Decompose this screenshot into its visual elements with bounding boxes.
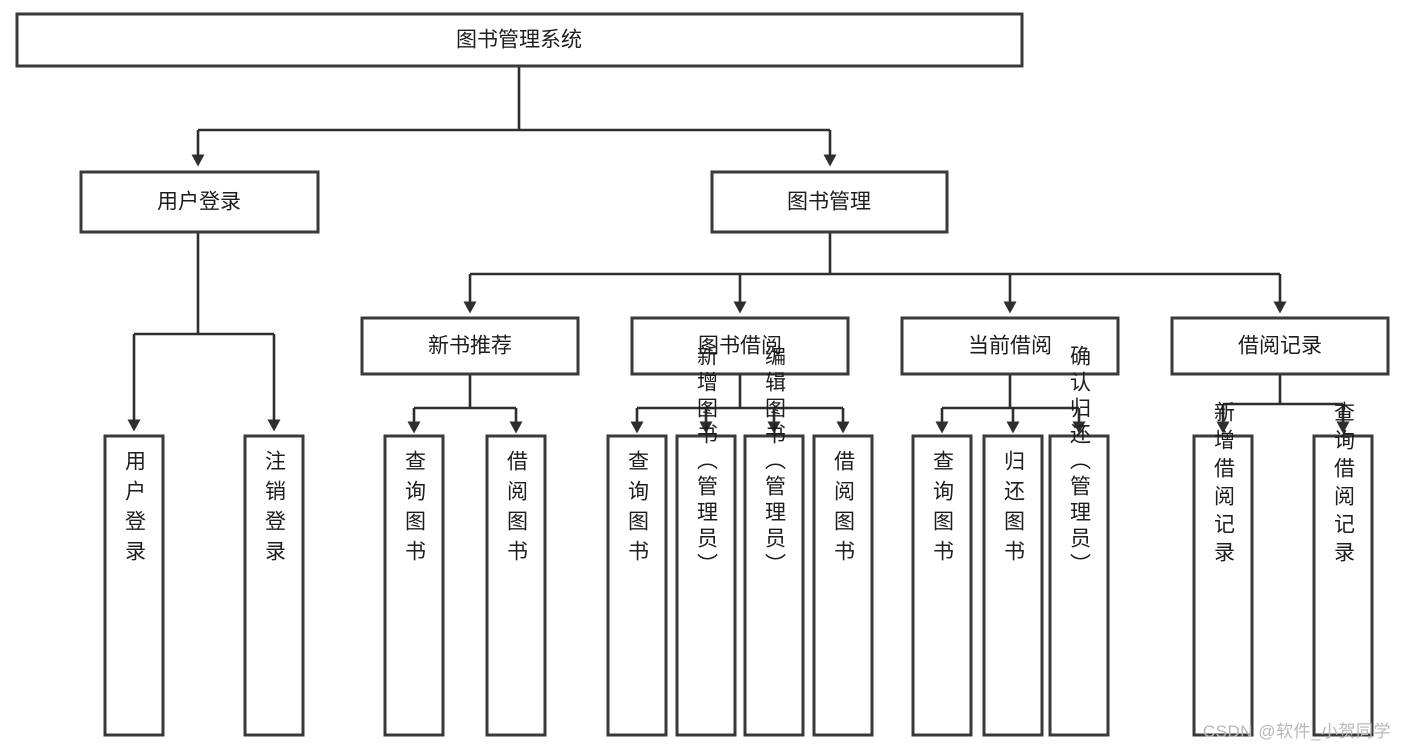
node-borrow-record-box[interactable]	[1170, 316, 1390, 376]
node-new-book-rec-label: 新书推荐	[428, 335, 512, 358]
node-leaf-add-book-label: 新增图书（管理员）	[695, 345, 719, 579]
node-leaf-add-record[interactable]: 新增借阅记录	[1192, 401, 1254, 737]
node-leaf-user-logout-label: 注销登录	[263, 450, 287, 570]
node-book-manage-box[interactable]	[710, 170, 949, 234]
node-book-manage-label: 图书管理	[787, 191, 871, 214]
connector-layer	[127, 66, 1350, 434]
node-current-borrow-box[interactable]	[900, 316, 1120, 376]
node-leaf-user-login-label: 用户登录	[123, 450, 147, 570]
node-leaf-borrow-book-bb[interactable]: 借阅图书	[812, 434, 874, 737]
node-current-borrow-label: 当前借阅	[968, 335, 1052, 358]
node-leaf-borrow-book-rec[interactable]: 借阅图书	[485, 434, 547, 737]
node-book-borrow[interactable]: 图书借阅	[630, 316, 850, 376]
node-book-manage[interactable]: 图书管理	[710, 170, 949, 234]
node-leaf-confirm-return[interactable]: 确认归还（管理员）	[1048, 345, 1110, 737]
node-new-book-rec[interactable]: 新书推荐	[360, 316, 580, 376]
node-leaf-query-book-rec-box[interactable]	[383, 434, 445, 737]
node-leaf-add-record-box[interactable]	[1192, 434, 1254, 737]
node-leaf-user-logout-box[interactable]	[243, 434, 305, 737]
node-leaf-edit-book-label: 编辑图书（管理员）	[763, 345, 787, 579]
node-leaf-query-book-bb[interactable]: 查询图书	[606, 434, 668, 737]
node-root-label: 图书管理系统	[456, 29, 582, 52]
node-book-borrow-label: 图书借阅	[698, 335, 782, 358]
node-user-login-box[interactable]	[79, 170, 320, 234]
node-leaf-query-book-bb-box[interactable]	[606, 434, 668, 737]
node-leaf-borrow-book-bb-label: 借阅图书	[832, 450, 856, 570]
node-leaf-edit-book-box[interactable]	[743, 434, 805, 737]
node-leaf-add-record-label: 新增借阅记录	[1212, 401, 1236, 569]
node-leaf-add-book-box[interactable]	[675, 434, 737, 737]
node-root-box[interactable]	[15, 12, 1024, 68]
node-leaf-query-book-rec-label: 查询图书	[403, 450, 427, 570]
node-leaf-query-book-cb-label: 查询图书	[931, 450, 955, 570]
node-leaf-query-record-box[interactable]	[1312, 434, 1374, 737]
node-leaf-query-record[interactable]: 查询借阅记录	[1312, 401, 1374, 737]
node-leaf-user-login-box[interactable]	[103, 434, 165, 737]
node-current-borrow[interactable]: 当前借阅	[900, 316, 1120, 376]
node-borrow-record-label: 借阅记录	[1238, 335, 1322, 358]
node-leaf-query-book-cb-box[interactable]	[911, 434, 973, 737]
node-leaf-confirm-return-box[interactable]	[1048, 434, 1110, 737]
node-leaf-borrow-book-bb-box[interactable]	[812, 434, 874, 737]
node-leaf-borrow-book-rec-box[interactable]	[485, 434, 547, 737]
node-new-book-rec-box[interactable]	[360, 316, 580, 376]
node-leaf-return-book-box[interactable]	[982, 434, 1044, 737]
node-user-login-label: 用户登录	[157, 191, 241, 214]
node-leaf-query-book-bb-label: 查询图书	[626, 450, 650, 570]
node-leaf-borrow-book-rec-label: 借阅图书	[505, 450, 529, 570]
node-borrow-record[interactable]: 借阅记录	[1170, 316, 1390, 376]
node-root[interactable]: 图书管理系统	[15, 12, 1024, 68]
node-leaf-user-login[interactable]: 用户登录	[103, 434, 165, 737]
node-user-login[interactable]: 用户登录	[79, 170, 320, 234]
node-book-borrow-box[interactable]	[630, 316, 850, 376]
leaf-nodes-layer: 用户登录 注销登录 查询图书 借阅图书 查询图书 新增图书（管理员）	[103, 345, 1374, 737]
node-leaf-query-book-cb[interactable]: 查询图书	[911, 434, 973, 737]
node-leaf-add-book[interactable]: 新增图书（管理员）	[675, 345, 737, 737]
node-leaf-query-book-rec[interactable]: 查询图书	[383, 434, 445, 737]
node-leaf-return-book[interactable]: 归还图书	[982, 434, 1044, 737]
node-leaf-query-record-label: 查询借阅记录	[1332, 401, 1356, 569]
node-leaf-return-book-label: 归还图书	[1002, 450, 1026, 570]
node-leaf-user-logout[interactable]: 注销登录	[243, 434, 305, 737]
node-leaf-confirm-return-label: 确认归还（管理员）	[1068, 345, 1092, 579]
node-leaf-edit-book[interactable]: 编辑图书（管理员）	[743, 345, 805, 737]
